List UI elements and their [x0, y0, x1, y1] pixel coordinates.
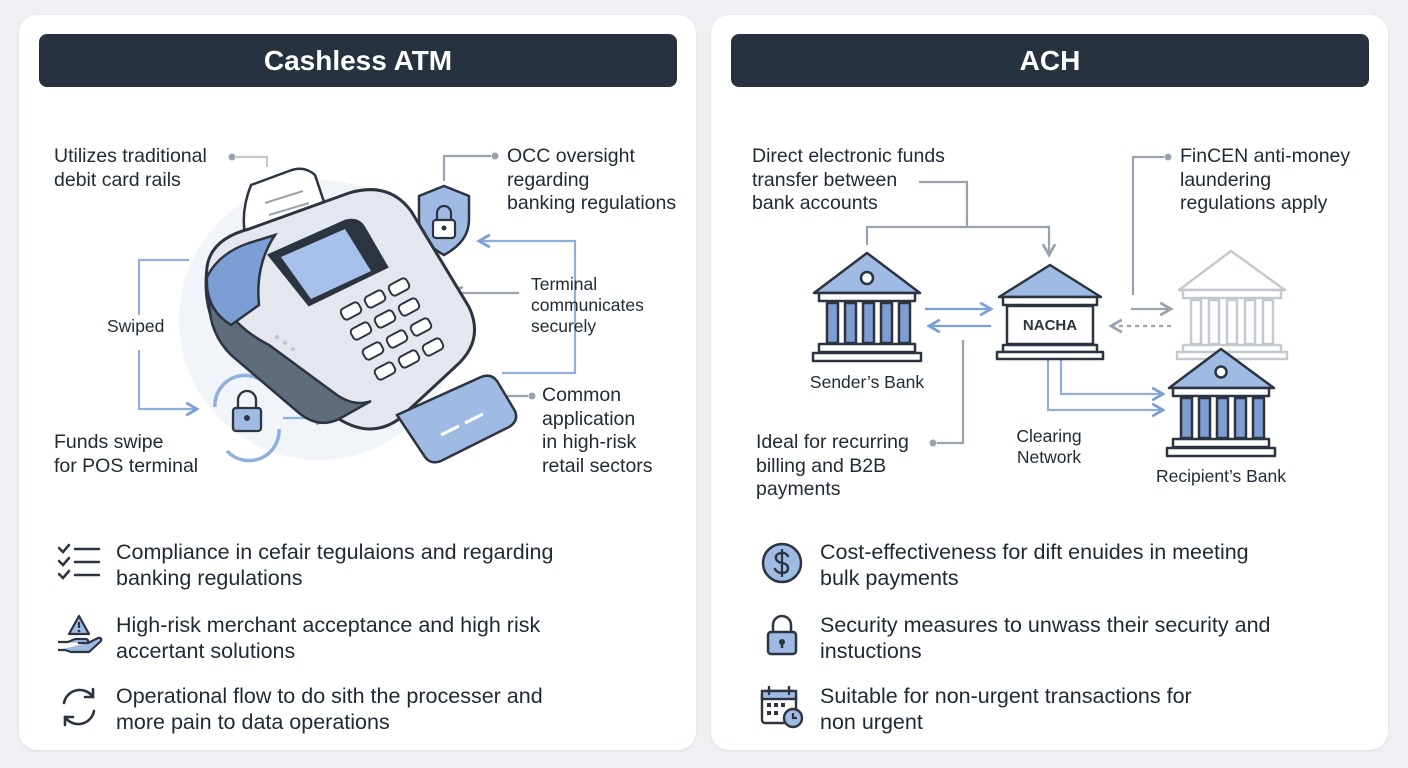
feature-operational-flow: Operational flow to do ѕith the processe… — [116, 684, 543, 734]
ideal-dot — [929, 439, 937, 447]
calendar-clock-icon — [760, 685, 804, 729]
feature-security-measures: Security measures to unwass their securi… — [820, 613, 1271, 663]
feature-cost-effectiveness: Cost-effectiveness for dift enuides in m… — [820, 540, 1249, 590]
secure-loop — [476, 233, 577, 375]
funds-swipe-label: Funds swipe for POS terminal — [54, 431, 199, 477]
feature-compliance: Compliance in cefair tegulaions and rega… — [116, 540, 554, 590]
cashless-atm-diagram — [137, 152, 577, 464]
swiped-label: Swiped — [107, 316, 165, 336]
sender-bank-icon — [811, 251, 923, 363]
occ-connector — [442, 154, 491, 181]
dollar-coin-icon — [761, 542, 803, 584]
feature-non-urgent: Suitable for non-urgent transactions for… — [820, 684, 1192, 734]
debit-connector — [236, 155, 269, 167]
fincen-connector — [1131, 155, 1164, 295]
nacha-to-recipient-1 — [1046, 360, 1166, 418]
occ-oversight-label: OCC oversight regarding banking regulati… — [507, 145, 677, 214]
cycle-arrows-icon — [62, 687, 96, 727]
occ-dot — [491, 152, 499, 160]
feature-high-risk: High-risk merchant acceptance and high r… — [116, 613, 541, 663]
cashless-atm-title: Cashless ATM — [39, 34, 677, 87]
fincen-dot — [1164, 153, 1172, 161]
fincen-label: FinCEN anti-money laundering regulations… — [1180, 145, 1351, 214]
ideal-for-recurring-label: Ideal for recurring billing and B2B paym… — [756, 431, 909, 500]
direct-connector — [919, 180, 969, 226]
ach-title: ACH — [731, 34, 1369, 87]
terminal-communicates-label: Terminal communicates securely — [531, 274, 644, 336]
pos-terminal-illustration — [204, 167, 518, 464]
swiped-loop-bottom — [137, 350, 200, 417]
debit-card-rails-label: Utilizes traditional debit card rails — [54, 145, 207, 191]
direct-to-nacha — [865, 225, 1057, 258]
checklist-icon — [57, 543, 101, 580]
recipient-bank-icon — [1165, 347, 1277, 458]
debit-dot — [228, 153, 236, 161]
ideal-connector — [937, 340, 965, 445]
sender-bank-label: Sender’s Bank — [809, 372, 925, 392]
hand-warning-icon — [58, 614, 103, 654]
common-application-label: Common application in high-risk retail s… — [542, 384, 653, 477]
padlock-icon — [766, 614, 798, 656]
ach-panel: ACH — [711, 15, 1388, 750]
foreign-bank-icon — [1175, 249, 1289, 361]
ach-diagram: NACHA — [811, 153, 1289, 458]
nacha-bank-icon — [995, 263, 1105, 361]
common-dot — [528, 392, 536, 400]
direct-transfer-label: Direct electronic funds transfer between… — [752, 145, 945, 214]
nacha-label: NACHA — [1023, 317, 1077, 334]
recipient-bank-label: Recipient’s Bank — [1155, 466, 1287, 486]
swiped-loop-top — [137, 258, 189, 315]
clearing-network-label: Clearing Network — [1016, 426, 1082, 467]
cashless-atm-panel: Cashless ATM — [19, 15, 696, 750]
nacha-to-recipient-2 — [1059, 360, 1166, 402]
